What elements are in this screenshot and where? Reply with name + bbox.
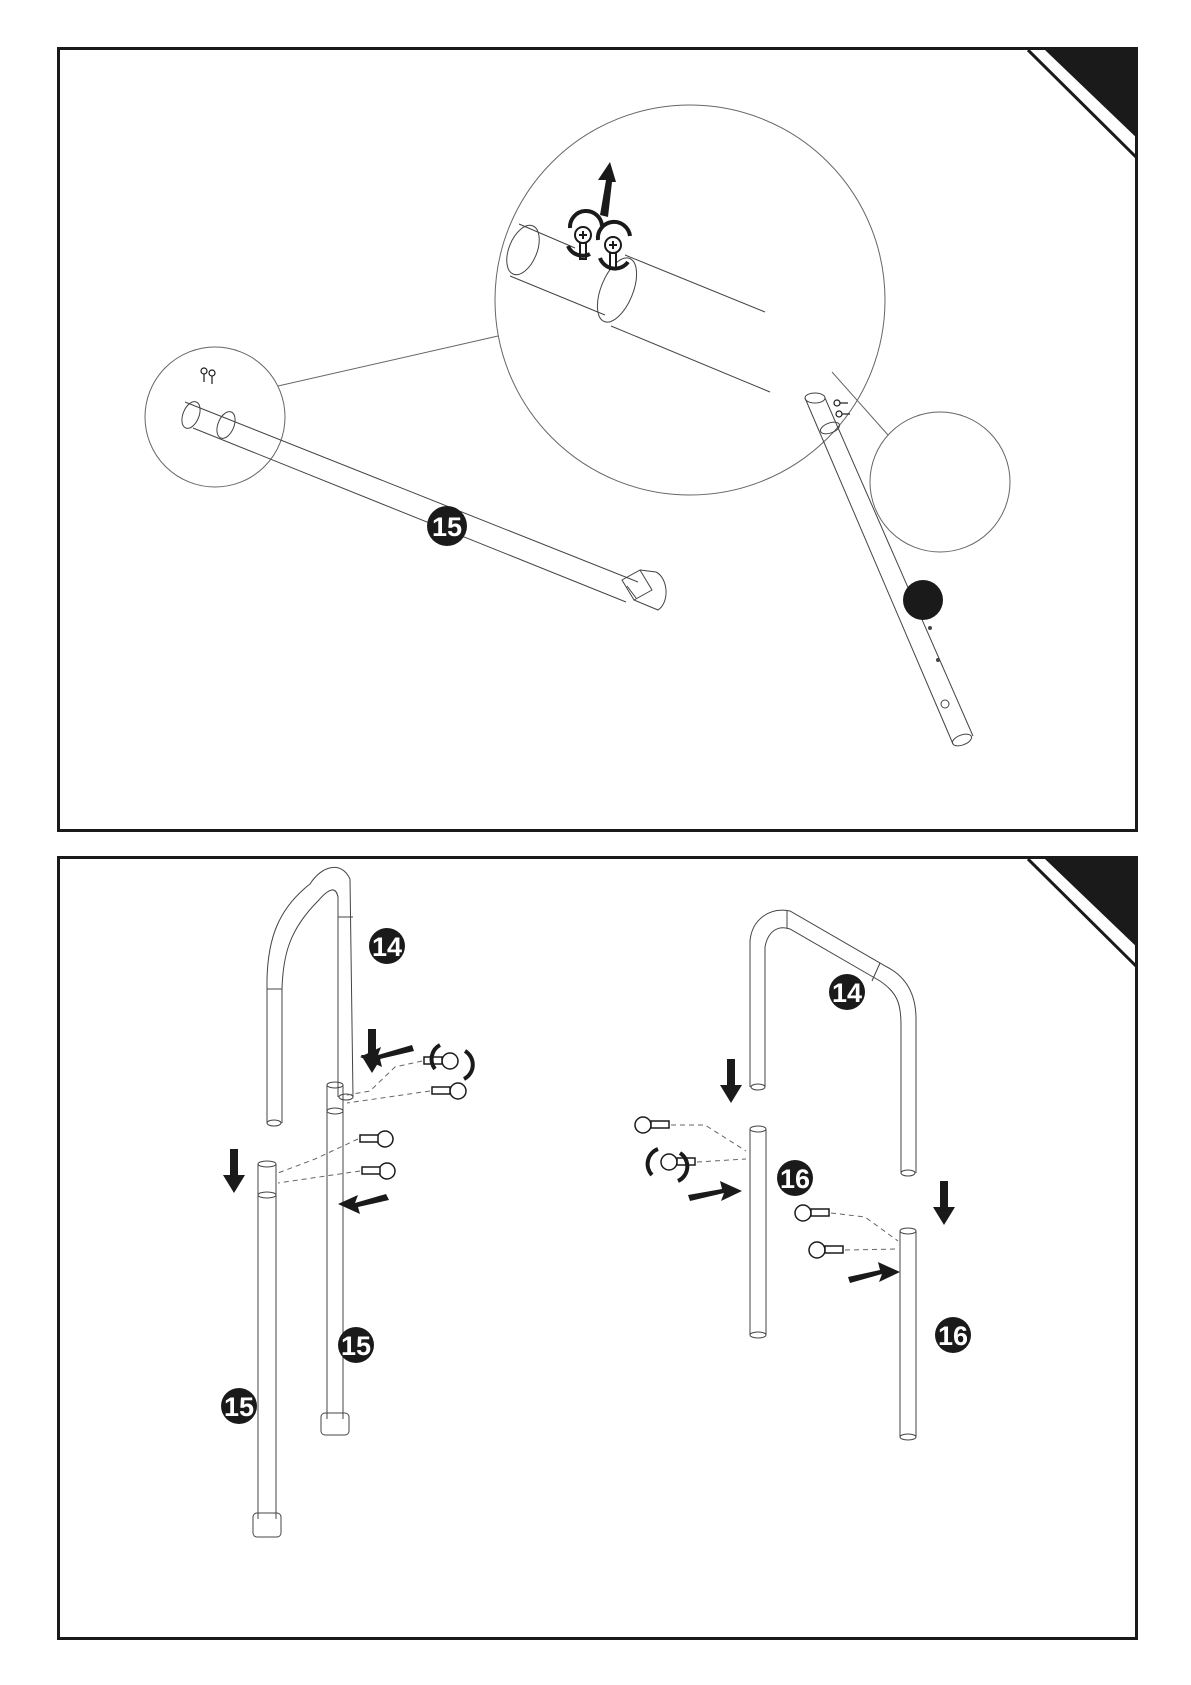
step-1-illustration: 15 xyxy=(60,50,1138,832)
small-screw-pair-right xyxy=(834,400,850,417)
svg-text:15: 15 xyxy=(341,1331,371,1361)
part-badge-14-right: 14 xyxy=(829,974,865,1010)
svg-text:15: 15 xyxy=(432,512,462,542)
part-badge-15-left-b: 15 xyxy=(338,1327,374,1363)
tube-15-diagonal xyxy=(178,399,666,610)
lift-arrow-icon xyxy=(598,162,616,217)
detail-circle-small-left xyxy=(145,347,285,487)
step-corner-tab xyxy=(1045,859,1138,951)
small-screw-pair-left xyxy=(201,368,215,384)
part-badge-14-left: 14 xyxy=(369,928,405,964)
frame-14-right xyxy=(750,910,916,1176)
screws-right xyxy=(635,1117,843,1258)
part-badge-15: 15 xyxy=(427,506,467,546)
tube-15-left-a xyxy=(253,1161,281,1537)
part-badge-16-right-b: 16 xyxy=(935,1317,971,1353)
screws-left xyxy=(360,1053,466,1179)
detail-tube-joint xyxy=(500,221,770,392)
part-badge-16-right-a: 16 xyxy=(777,1160,813,1196)
detail-circle-large xyxy=(495,105,885,495)
tube-16-right-a xyxy=(750,1126,766,1338)
svg-text:16: 16 xyxy=(938,1321,968,1351)
svg-text:15: 15 xyxy=(224,1392,254,1422)
step-2-illustration: 14 15 15 xyxy=(60,859,1138,1640)
part-badge-15-left-a: 15 xyxy=(221,1388,257,1424)
detail-circle-small-right xyxy=(870,412,1010,552)
step-panel-2: 14 15 15 xyxy=(57,856,1138,1640)
svg-text:14: 14 xyxy=(372,932,402,962)
svg-text:16: 16 xyxy=(780,1164,810,1194)
step-corner-tab xyxy=(1045,50,1138,142)
dashed-guides-left xyxy=(278,1061,430,1183)
tube-16-right-b xyxy=(900,1228,916,1440)
tube-15-left-b xyxy=(321,1082,349,1435)
part-badge-unlabeled xyxy=(903,580,943,620)
callout-connector-left xyxy=(278,336,498,386)
arrows-left xyxy=(223,1029,414,1214)
step-panel-1: 15 xyxy=(57,47,1138,832)
svg-text:14: 14 xyxy=(832,978,862,1008)
tube-right-diagonal xyxy=(805,393,973,748)
